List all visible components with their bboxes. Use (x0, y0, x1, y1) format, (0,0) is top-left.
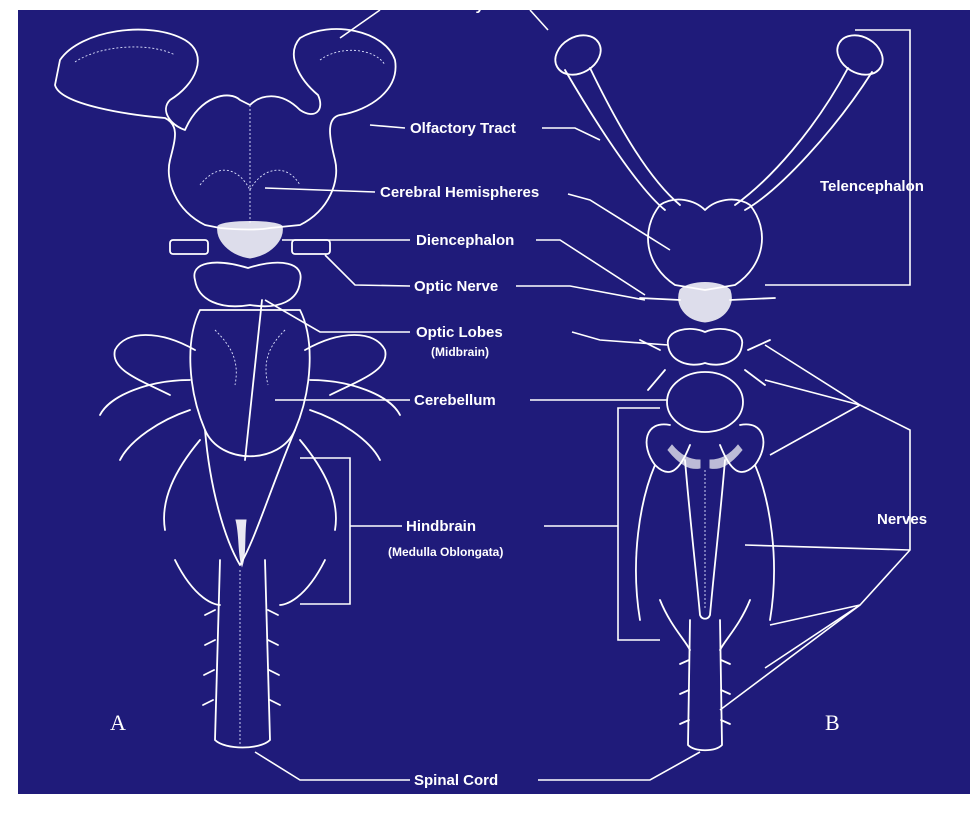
label-olfactory-bulb: Olfactory Bulb (418, 0, 521, 14)
label-nerves: Nerves (877, 511, 927, 528)
label-optic-lobes-sub: (Midbrain) (431, 345, 489, 359)
panel-label-a: A (110, 710, 126, 735)
label-olfactory-tract: Olfactory Tract (410, 120, 516, 137)
label-hindbrain: Hindbrain (406, 518, 476, 535)
label-cerebellum: Cerebellum (414, 392, 496, 409)
label-cerebral-hemispheres: Cerebral Hemispheres (380, 184, 539, 201)
label-optic-nerve: Optic Nerve (414, 278, 498, 295)
panel-label-b: B (825, 710, 840, 735)
label-optic-lobes: Optic Lobes (416, 324, 503, 341)
label-diencephalon: Diencephalon (416, 232, 514, 249)
label-telencephalon: Telencephalon (820, 178, 924, 195)
label-hindbrain-sub: (Medulla Oblongata) (388, 545, 503, 559)
label-spinal-cord: Spinal Cord (414, 772, 498, 789)
